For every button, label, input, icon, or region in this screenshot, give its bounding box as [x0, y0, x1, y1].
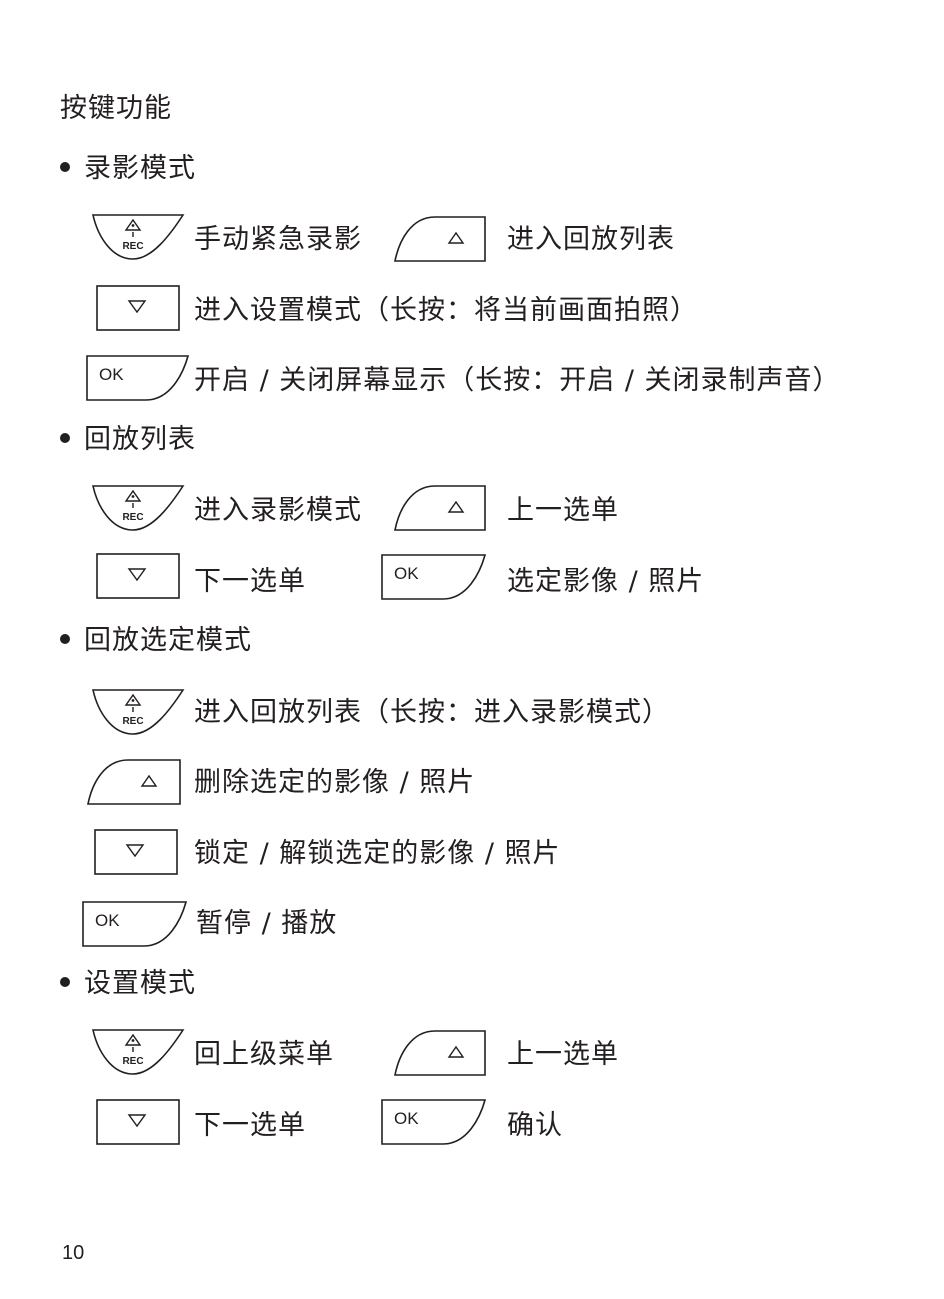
svg-text:REC: REC	[122, 716, 143, 727]
svg-text:OK: OK	[95, 911, 120, 930]
ok-key-icon: OK	[86, 354, 190, 402]
down-triangle-key-icon	[94, 829, 178, 875]
up-triangle-key-icon	[86, 758, 182, 806]
svg-text:OK: OK	[394, 564, 419, 583]
up-key-description: 上一选单	[507, 1039, 619, 1070]
section-heading-text: 设置模式	[84, 968, 196, 999]
section-heading-settings-mode: 设置模式	[60, 967, 196, 1001]
down-triangle-key-icon	[96, 553, 180, 599]
up-triangle-key-icon	[393, 484, 487, 532]
ok-key-description: 开启 / 关闭屏幕显示（长按：开启 / 关闭录制声音）	[194, 365, 841, 396]
up-triangle-key-icon	[393, 1029, 487, 1077]
ok-key-icon: OK	[381, 553, 487, 601]
svg-text:REC: REC	[122, 241, 143, 252]
rec-key-icon: REC	[91, 1028, 185, 1078]
rec-key-icon: REC	[91, 688, 185, 738]
section-heading-text: 回放选定模式	[84, 625, 252, 656]
section-heading-text: 回放列表	[84, 424, 196, 455]
svg-text:REC: REC	[122, 1056, 143, 1067]
bullet-dot	[60, 161, 70, 172]
up-triangle-key-icon	[393, 215, 487, 263]
ok-key-icon: OK	[82, 900, 188, 948]
section-heading-playback-list: 回放列表	[60, 423, 196, 457]
ok-key-description: 确认	[507, 1110, 563, 1141]
up-key-description: 删除选定的影像 / 照片	[194, 767, 476, 798]
rec-key-icon: REC	[91, 484, 185, 534]
section-heading-text: 录影模式	[84, 153, 196, 184]
ok-key-description: 暂停 / 播放	[196, 908, 338, 939]
ok-key-icon: OK	[381, 1098, 487, 1146]
bullet-dot	[60, 976, 70, 987]
bullet-dot	[60, 633, 70, 644]
down-key-description: 锁定 / 解锁选定的影像 / 照片	[194, 838, 561, 869]
rec-key-description: 回上级菜单	[194, 1039, 334, 1070]
page-title: 按键功能	[60, 93, 172, 124]
rec-key-description: 进入录影模式	[194, 495, 362, 526]
up-key-description: 上一选单	[507, 495, 619, 526]
page-number: 10	[62, 1242, 85, 1264]
svg-text:OK: OK	[99, 365, 124, 384]
down-triangle-key-icon	[96, 285, 180, 331]
rec-key-description: 手动紧急录影	[194, 224, 362, 255]
svg-text:REC: REC	[122, 512, 143, 523]
up-key-description: 进入回放列表	[507, 224, 675, 255]
down-triangle-key-icon	[96, 1099, 180, 1145]
section-heading-record-mode: 录影模式	[60, 152, 196, 186]
down-key-description: 下一选单	[194, 566, 306, 597]
ok-key-description: 选定影像 / 照片	[507, 566, 705, 597]
bullet-dot	[60, 432, 70, 443]
svg-text:OK: OK	[394, 1109, 419, 1128]
section-heading-playback-select-mode: 回放选定模式	[60, 624, 252, 658]
rec-key-icon: REC	[91, 213, 185, 263]
down-key-description: 进入设置模式（长按：将当前画面拍照）	[194, 295, 698, 326]
rec-key-description: 进入回放列表（长按：进入录影模式）	[194, 697, 670, 728]
down-key-description: 下一选单	[194, 1110, 306, 1141]
